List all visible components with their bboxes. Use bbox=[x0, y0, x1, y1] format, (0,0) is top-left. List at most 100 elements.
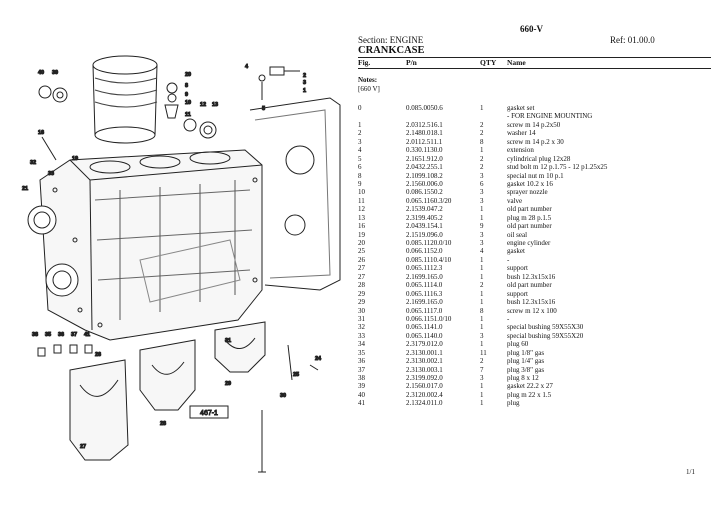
cell-name: gasket 22.2 x 27 bbox=[507, 382, 553, 391]
cell-name: screw m 14 p.2x50 bbox=[507, 120, 561, 129]
cell-fig: 12 bbox=[358, 205, 365, 214]
cell-pn: 2.0432.255.1 bbox=[406, 163, 443, 172]
cell-qty: 3 bbox=[480, 196, 484, 205]
cell-qty: 9 bbox=[480, 222, 484, 231]
cell-fig: 31 bbox=[358, 314, 365, 323]
cell-pn: 2.1560.017.0 bbox=[406, 382, 443, 391]
page-title: CRANKCASE bbox=[358, 45, 425, 56]
cell-pn: 2.3130.001.1 bbox=[406, 348, 443, 357]
cell-fig: 38 bbox=[358, 374, 365, 382]
cell-name: sprayer nozzle bbox=[507, 188, 548, 197]
cell-name: plug 60 bbox=[507, 340, 529, 349]
cell-name: - bbox=[507, 255, 510, 264]
cell-fig: 3 bbox=[358, 137, 362, 146]
cell-pn: 2.1699.165.0 bbox=[406, 272, 443, 281]
cell-fig: 39 bbox=[358, 382, 365, 391]
engine-cylinder bbox=[92, 55, 158, 144]
cell-pn: 2.1480.018.1 bbox=[406, 129, 443, 138]
callout-label: 12 bbox=[200, 102, 206, 108]
cell-name: - FOR ENGINE MOUNTING bbox=[507, 112, 593, 121]
cell-fig: 13 bbox=[358, 213, 365, 222]
cell-name: old part number bbox=[507, 222, 552, 231]
crankcase-block bbox=[27, 149, 263, 341]
callout-label: 33 bbox=[48, 171, 54, 177]
cell-pn: 2.0112.511.1 bbox=[406, 137, 443, 146]
cell-name: plug m 22 x 1.5 bbox=[507, 390, 552, 399]
cell-name: bush 12.3x15x16 bbox=[507, 272, 556, 281]
callout-label: 8 bbox=[185, 83, 188, 89]
table-header: Fig. P/n QTY Name bbox=[358, 58, 711, 68]
cell-pn: 2.1324.011.0 bbox=[406, 399, 443, 408]
cell-name: plug m 28 p.1.5 bbox=[507, 213, 552, 222]
cell-fig: 26 bbox=[358, 255, 365, 264]
cell-name: valve bbox=[507, 196, 523, 205]
callout-label: 29 bbox=[225, 381, 231, 387]
cell-name: gasket set bbox=[507, 104, 535, 112]
cell-fig: 36 bbox=[358, 357, 365, 366]
cell-fig: 34 bbox=[358, 340, 365, 349]
callout-label: 11 bbox=[185, 112, 191, 118]
cell-name: gasket 10.2 x 16 bbox=[507, 179, 553, 188]
cell-pn: 0.330.1130.0 bbox=[406, 146, 443, 155]
callout-label: 4 bbox=[245, 64, 249, 70]
cell-name: screw m 14 p.2 x 30 bbox=[507, 137, 564, 146]
cell-pn: 0.065.1112.3 bbox=[406, 264, 443, 273]
cell-fig: 11 bbox=[358, 196, 365, 205]
cell-pn: 2.1560.006.0 bbox=[406, 179, 443, 188]
callout-label: 3 bbox=[303, 80, 306, 86]
callout-label: 9 bbox=[185, 92, 188, 98]
model-code: 660-V bbox=[520, 24, 543, 34]
cell-fig: 27 bbox=[358, 264, 365, 273]
notes-value: [660 V] bbox=[358, 85, 380, 93]
cell-qty: 1 bbox=[480, 340, 484, 349]
cell-pn: 2.3130.003.1 bbox=[406, 365, 443, 374]
callout-label: 13 bbox=[212, 102, 218, 108]
cell-name: washer 14 bbox=[507, 129, 536, 138]
cell-fig: 16 bbox=[358, 222, 365, 231]
cell-fig: 19 bbox=[358, 230, 365, 239]
callout-label: 26 bbox=[95, 352, 101, 358]
callout-label: 25 bbox=[293, 372, 299, 378]
cell-qty: 3 bbox=[480, 374, 484, 382]
cell-fig: 20 bbox=[358, 239, 365, 247]
cell-qty: 8 bbox=[480, 137, 484, 146]
cell-name: extension bbox=[507, 146, 534, 155]
cell-qty: 11 bbox=[480, 348, 487, 357]
cell-pn: 0.085.0050.6 bbox=[406, 104, 443, 112]
cell-fig: 41 bbox=[358, 399, 365, 408]
table-row: 3 2.0112.511.1 8 screw m 14 p.2 x 30 bbox=[358, 138, 711, 146]
cell-name: plug 1/4" gas bbox=[507, 357, 545, 366]
notes-block: Notes: [660 V] bbox=[358, 76, 380, 94]
cell-pn: 2.1699.165.0 bbox=[406, 298, 443, 307]
cell-fig: 32 bbox=[358, 323, 365, 332]
cell-fig: 9 bbox=[358, 179, 362, 188]
column-pn: P/n bbox=[406, 58, 417, 67]
cell-name: plug 8 x 12 bbox=[507, 374, 539, 382]
callout-label: 28 bbox=[160, 421, 166, 427]
cell-name: oil seal bbox=[507, 230, 528, 239]
cell-fig: 8 bbox=[358, 171, 362, 180]
cell-qty: 3 bbox=[480, 188, 484, 197]
callout-label: 31 bbox=[225, 338, 231, 344]
callout-label: 24 bbox=[315, 356, 322, 362]
callout-label: 16 bbox=[38, 130, 44, 136]
cell-fig: 35 bbox=[358, 348, 365, 357]
